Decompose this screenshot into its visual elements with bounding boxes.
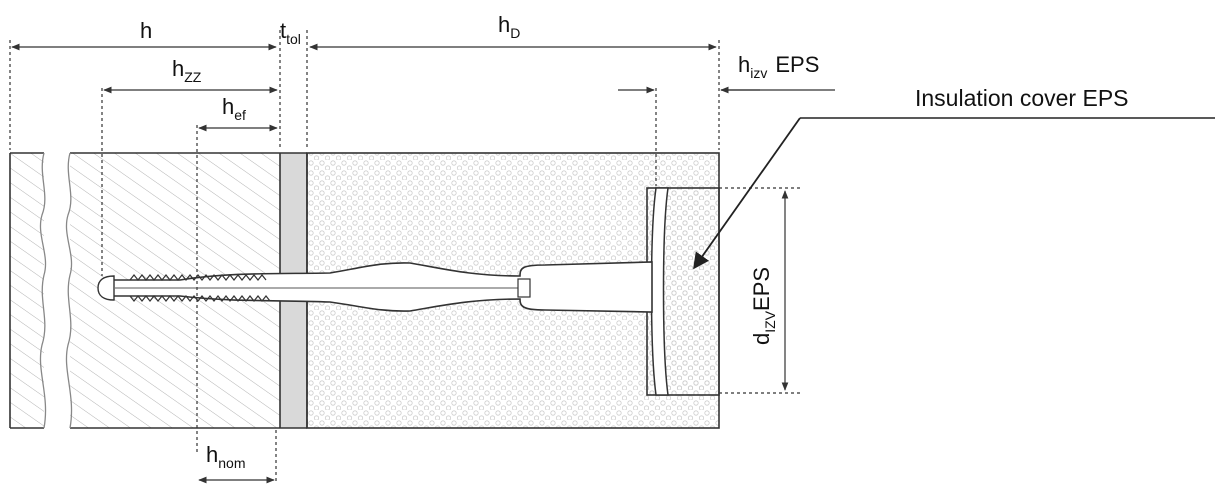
label-h-zz: hZZ [172,56,202,85]
dimension-lines [9,30,835,484]
label-h-d: hD [498,12,520,41]
anchor [97,187,720,396]
label-h: h [140,18,152,43]
label-h-ef: hef [222,94,246,123]
callout-leader [693,117,1215,270]
break-line-left [39,152,47,429]
callout-label: Insulation cover EPS [915,85,1129,111]
break-line-right [65,152,73,429]
anchor-plate [650,187,669,396]
label-d-izv: dIZVEPS [749,267,778,345]
label-t-tol: ttol [280,18,301,47]
label-h-nom: hnom [206,442,245,471]
anchor-thread [129,274,267,281]
